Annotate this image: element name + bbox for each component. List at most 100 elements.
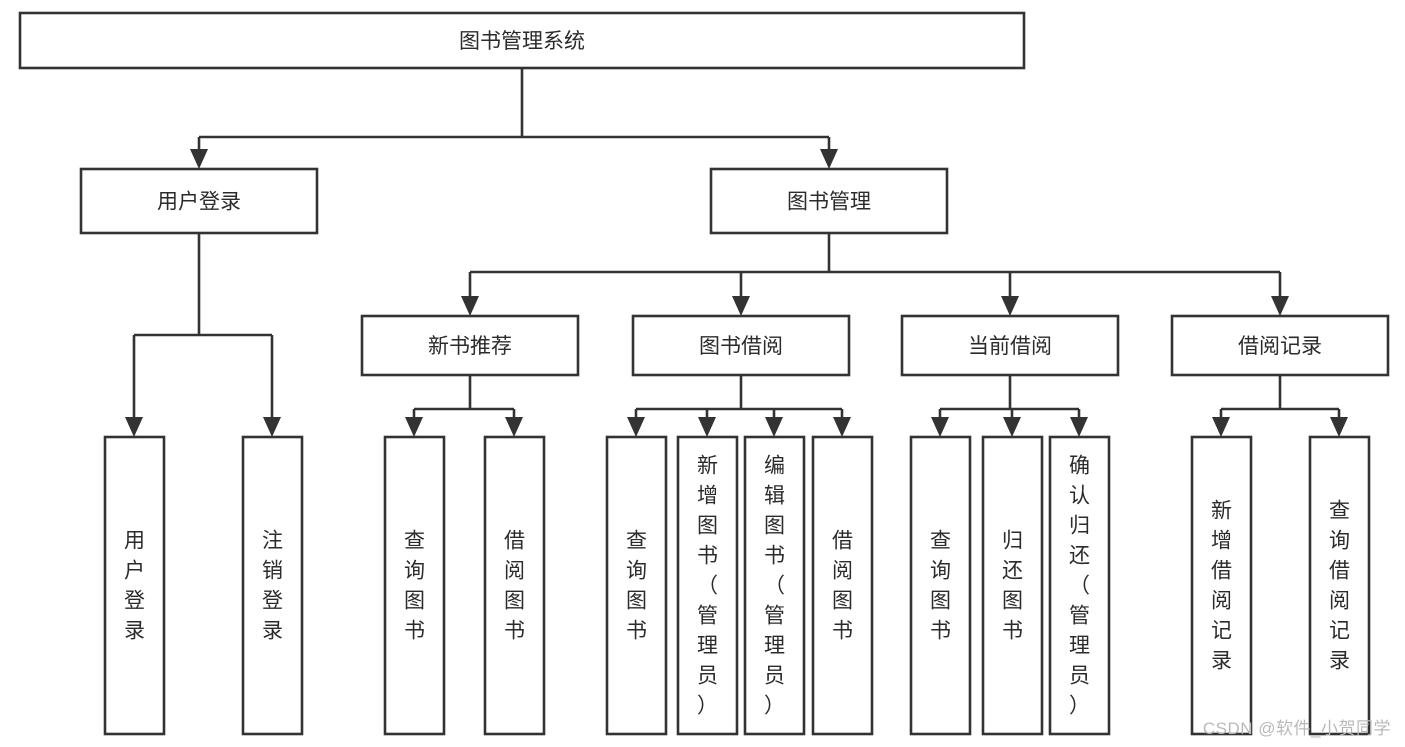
node-root-图书管理系统[interactable]: 图书管理系统 bbox=[18, 11, 1026, 70]
node-box bbox=[79, 167, 319, 235]
arrow-head-icon bbox=[732, 296, 750, 316]
node-box bbox=[676, 435, 739, 736]
node-label-char: 录 bbox=[262, 620, 283, 643]
node-box bbox=[103, 435, 166, 736]
node-label-char: 借 bbox=[832, 530, 853, 553]
node-label-char: 还 bbox=[1069, 545, 1090, 568]
node-label-char: 管 bbox=[697, 605, 718, 628]
node-label-char: 查 bbox=[930, 530, 951, 553]
node-box bbox=[811, 435, 874, 736]
node-label-char: 书 bbox=[764, 545, 785, 568]
arrow-head-icon bbox=[505, 417, 523, 437]
arrow-head-icon bbox=[1271, 296, 1289, 316]
node-label-char: 询 bbox=[1329, 530, 1350, 553]
node-label-char: 图 bbox=[697, 515, 718, 538]
node-label-char: 增 bbox=[1211, 530, 1232, 553]
node-label-char: 借 bbox=[504, 530, 525, 553]
node-label-char: 书 bbox=[697, 545, 718, 568]
arrow-head-icon bbox=[698, 417, 716, 437]
arrow-head-icon bbox=[1212, 417, 1230, 437]
node-label-char: 用 bbox=[124, 530, 145, 553]
node-label-char: 登 bbox=[124, 590, 145, 613]
node-label-char: ） bbox=[764, 695, 785, 718]
node-label-char: 询 bbox=[930, 560, 951, 583]
node-box bbox=[900, 314, 1120, 377]
node-label-char: 图 bbox=[504, 590, 525, 613]
node-label-char: 管 bbox=[764, 605, 785, 628]
node-level3-借阅记录[interactable]: 借阅记录 bbox=[1170, 314, 1390, 377]
node-leaf-0[interactable]: 用户登录 bbox=[103, 435, 166, 736]
node-label-char: 询 bbox=[626, 560, 647, 583]
node-label-char: 图 bbox=[404, 590, 425, 613]
node-label-char: 阅 bbox=[1211, 590, 1232, 613]
node-label-char: 借 bbox=[1329, 560, 1350, 583]
arrow-head-icon bbox=[627, 417, 645, 437]
node-level3-图书借阅[interactable]: 图书借阅 bbox=[631, 314, 851, 377]
node-label-char: （ bbox=[697, 575, 718, 598]
node-level3-当前借阅[interactable]: 当前借阅 bbox=[900, 314, 1120, 377]
node-label-char: 增 bbox=[697, 485, 718, 508]
node-label-char: 归 bbox=[1069, 515, 1090, 538]
node-label-char: 归 bbox=[1002, 530, 1023, 553]
node-label-char: 确 bbox=[1069, 455, 1090, 478]
node-label: 图书管理 bbox=[787, 191, 871, 214]
node-box bbox=[360, 314, 580, 377]
node-box bbox=[241, 435, 304, 736]
node-level2-用户登录[interactable]: 用户登录 bbox=[79, 167, 319, 235]
arrow-head-icon bbox=[833, 417, 851, 437]
node-label-char: 新 bbox=[697, 455, 718, 478]
node-label: 图书管理系统 bbox=[459, 30, 585, 53]
node-box bbox=[631, 314, 851, 377]
node-box bbox=[709, 167, 949, 235]
node-box bbox=[1048, 435, 1111, 736]
node-label: 图书借阅 bbox=[699, 335, 783, 358]
node-label-char: 阅 bbox=[504, 560, 525, 583]
node-label-char: 登 bbox=[262, 590, 283, 613]
node-level2-图书管理[interactable]: 图书管理 bbox=[709, 167, 949, 235]
node-label-char: （ bbox=[1069, 575, 1090, 598]
node-label-char: 认 bbox=[1069, 485, 1090, 508]
node-label-char: 图 bbox=[1002, 590, 1023, 613]
node-box bbox=[1308, 435, 1371, 736]
node-label-char: 图 bbox=[832, 590, 853, 613]
node-label-char: 记 bbox=[1211, 620, 1232, 643]
node-label: 借阅记录 bbox=[1238, 335, 1322, 358]
node-label-char: 阅 bbox=[832, 560, 853, 583]
node-label-char: 理 bbox=[697, 635, 718, 658]
arrow-head-icon bbox=[190, 149, 208, 169]
node-label-char: 户 bbox=[124, 560, 145, 583]
arrow-head-icon bbox=[1330, 417, 1348, 437]
node-level3-新书推荐[interactable]: 新书推荐 bbox=[360, 314, 580, 377]
node-label-char: 管 bbox=[1069, 605, 1090, 628]
node-label-char: 书 bbox=[832, 620, 853, 643]
arrow-head-icon bbox=[461, 296, 479, 316]
arrow-head-icon bbox=[820, 149, 838, 169]
node-label-char: 录 bbox=[124, 620, 145, 643]
arrow-head-icon bbox=[1070, 417, 1088, 437]
node-label-char: 查 bbox=[404, 530, 425, 553]
node-label-char: 询 bbox=[404, 560, 425, 583]
node-box bbox=[981, 435, 1044, 736]
node-label: 当前借阅 bbox=[968, 335, 1052, 358]
node-box bbox=[1170, 314, 1390, 377]
node-box bbox=[383, 435, 446, 736]
node-label-char: 借 bbox=[1211, 560, 1232, 583]
node-box bbox=[483, 435, 546, 736]
node-label-char: 书 bbox=[626, 620, 647, 643]
node-label-char: 辑 bbox=[764, 485, 785, 508]
node-label-char: 新 bbox=[1211, 500, 1232, 523]
